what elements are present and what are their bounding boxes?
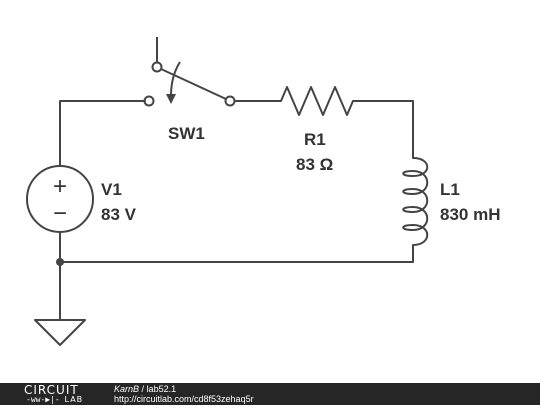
ground-symbol (34, 319, 86, 346)
footer-bar: CIRCUIT -ww-▶|- LAB KarnB / lab52.1 http… (0, 383, 540, 405)
inductor-coils (402, 157, 429, 246)
resistor-r1-zigzag (280, 86, 354, 116)
source-minus-sign: − (53, 200, 67, 227)
wires (59, 100, 414, 321)
source-name-label: V1 (101, 180, 122, 199)
circuitlab-logo-text: CIRCUIT (24, 383, 79, 397)
logo-resistor-icon: -ww-▶|- (26, 395, 60, 404)
resistor-name-label: R1 (304, 130, 326, 149)
junction-node (56, 258, 64, 266)
author-link[interactable]: KarnB (114, 384, 140, 394)
source-value-label: 83 V (101, 205, 137, 224)
circuitlab-logo-sub: -ww-▶|- LAB (26, 395, 83, 404)
switch-motion-arc (170, 61, 181, 97)
credit-separator: / (141, 384, 145, 394)
source-circle (26, 165, 94, 233)
switch-name-label: SW1 (168, 124, 205, 143)
inductor-l1 (402, 157, 429, 246)
logo-lab-text: LAB (64, 395, 84, 404)
circuit-url-link[interactable]: http://circuitlab.com/cd8f53zehaq5r (114, 394, 254, 404)
switch-sw1 (143, 37, 236, 107)
inductor-value-label: 830 mH (440, 205, 500, 224)
source-plus-sign: + (53, 173, 67, 200)
switch-motion-arrowhead (166, 94, 176, 104)
circuit-schematic: + − SW1 R1 83 Ω V1 83 V L1 830 mH (26, 37, 500, 346)
wire-left-top (59, 100, 146, 166)
switch-right-terminal (224, 95, 236, 107)
switch-pivot (151, 61, 163, 73)
switch-blade (160, 68, 227, 100)
inductor-name-label: L1 (440, 180, 460, 199)
circuit-name-link[interactable]: lab52.1 (146, 384, 177, 394)
credit-line: KarnB / lab52.1 (114, 384, 176, 394)
voltage-source-v1: + − (26, 165, 94, 233)
wire-resistor-to-inductor (352, 100, 414, 159)
wire-inductor-to-bottom (59, 244, 414, 263)
resistor-value-label: 83 Ω (296, 155, 333, 174)
switch-left-terminal (143, 95, 155, 107)
